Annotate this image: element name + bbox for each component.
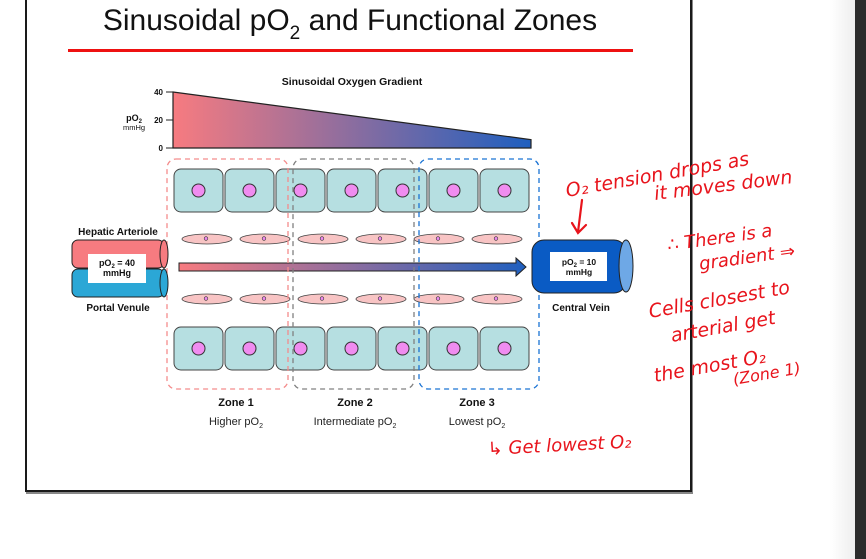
endothelial-nucleus xyxy=(377,236,383,241)
gradient-wedge xyxy=(172,91,532,149)
hepatocyte xyxy=(173,326,224,371)
endothelial-nucleus xyxy=(261,236,267,241)
hepatocyte xyxy=(377,168,428,213)
central-vein: pO2 = 10 mmHg Central Vein xyxy=(531,239,634,314)
outflow-po2-value: pO2 = 10 xyxy=(562,257,597,269)
hepatocyte xyxy=(479,168,530,213)
hepatocyte xyxy=(479,326,530,371)
hepatocyte-row-top xyxy=(173,168,530,213)
endothelial-cell xyxy=(413,293,465,305)
hepatocyte-nucleus xyxy=(446,183,461,198)
endothelial-nucleus xyxy=(435,296,441,301)
hepatocyte xyxy=(224,326,275,371)
hepatocyte-nucleus xyxy=(344,183,359,198)
gradient-panel-title: Sinusoidal Oxygen Gradient xyxy=(282,76,423,88)
hepatocyte xyxy=(428,326,479,371)
endothelial-nucleus xyxy=(203,236,209,241)
endothelial-cell xyxy=(355,233,407,245)
endothelial-nucleus xyxy=(319,296,325,301)
endothelial-nucleus xyxy=(319,236,325,241)
hepatocyte-nucleus xyxy=(191,341,206,356)
hepatocyte-nucleus xyxy=(191,183,206,198)
endothelial-nucleus xyxy=(261,296,267,301)
hepatocyte-nucleus xyxy=(242,341,257,356)
endothelial-cell xyxy=(239,293,291,305)
hepatocyte xyxy=(173,168,224,213)
zone-1-description: Higher pO2 xyxy=(209,416,263,430)
endothelial-nucleus xyxy=(493,296,499,301)
inflow-po2-value: pO2 = 40 xyxy=(99,258,135,270)
endothelial-nucleus xyxy=(203,296,209,301)
endothelial-cell xyxy=(471,233,523,245)
annotation-bottom-note: ↳ Get lowest O₂ xyxy=(487,431,632,460)
endothelial-row-top xyxy=(181,233,523,245)
portal-venule-label: Portal Venule xyxy=(86,303,150,314)
hepatocyte xyxy=(326,168,377,213)
hepatocyte xyxy=(275,168,326,213)
hepatocyte xyxy=(428,168,479,213)
endothelial-cell xyxy=(471,293,523,305)
hepatocyte-nucleus xyxy=(344,341,359,356)
endothelial-row-bottom xyxy=(181,293,523,305)
annotation-arrow-icon xyxy=(570,198,588,235)
endothelial-cell xyxy=(181,293,233,305)
y-axis-unit: mmHg xyxy=(123,123,145,132)
outflow-po2-unit: mmHg xyxy=(566,267,592,277)
tick-label-0: 0 xyxy=(159,144,164,153)
zone-2-label: Zone 2 xyxy=(337,397,372,409)
slide-frame xyxy=(25,0,692,492)
central-vein-label: Central Vein xyxy=(552,303,610,314)
hepatocyte xyxy=(377,326,428,371)
endothelial-nucleus xyxy=(435,236,441,241)
title-suffix: and Functional Zones xyxy=(300,4,598,37)
endothelial-cell xyxy=(355,293,407,305)
hepatocyte-nucleus xyxy=(293,183,308,198)
hepatocyte-nucleus xyxy=(242,183,257,198)
hepatocyte xyxy=(275,326,326,371)
oxygen-gradient-panel: Sinusoidal Oxygen Gradient 40 20 0 pO2 m… xyxy=(123,76,532,153)
endothelial-cell xyxy=(181,233,233,245)
tick-label-40: 40 xyxy=(154,88,163,97)
scrollbar-track[interactable] xyxy=(855,0,866,559)
endothelial-cell xyxy=(413,233,465,245)
central-vein-opening xyxy=(618,239,634,293)
endothelial-cell xyxy=(239,233,291,245)
endothelial-nucleus xyxy=(493,236,499,241)
blood-flow-arrow xyxy=(178,256,527,278)
hepatocyte-nucleus xyxy=(395,341,410,356)
title-subscript: 2 xyxy=(289,23,301,44)
window-edge-shadow xyxy=(830,0,855,559)
zone-3-description: Lowest pO2 xyxy=(449,416,506,430)
zone-labels: Zone 1 Higher pO2 Zone 2 Intermediate pO… xyxy=(209,397,505,430)
title-underline xyxy=(68,49,633,52)
y-axis-label: pO2 xyxy=(126,113,143,125)
hepatocyte xyxy=(224,168,275,213)
hepatocyte-nucleus xyxy=(446,341,461,356)
hepatic-arteriole-label: Hepatic Arteriole xyxy=(78,227,158,238)
hepatocyte-nucleus xyxy=(395,183,410,198)
tick-label-20: 20 xyxy=(154,116,163,125)
hepatocyte xyxy=(326,326,377,371)
hepatocyte-nucleus xyxy=(293,341,308,356)
slide-title: Sinusoidal pO2 and Functional Zones xyxy=(60,4,640,45)
hepatocyte-row-bottom xyxy=(173,326,530,371)
inflow-po2-box xyxy=(88,254,146,283)
endothelial-nucleus xyxy=(377,296,383,301)
inflow-vessels: Hepatic Arteriole pO2 = 40 mmHg Portal V… xyxy=(71,227,169,314)
zone-3-label: Zone 3 xyxy=(459,397,494,409)
title-prefix: Sinusoidal pO xyxy=(102,4,290,37)
endothelial-cell xyxy=(297,233,349,245)
outflow-po2-box xyxy=(550,252,607,281)
endothelial-cell xyxy=(297,293,349,305)
handwritten-annotations: O₂ tension drops as it moves down ∴ Ther… xyxy=(487,148,802,460)
zone-1-label: Zone 1 xyxy=(218,397,253,409)
hepatocyte-nucleus xyxy=(497,341,512,356)
hepatocyte-nucleus xyxy=(497,183,512,198)
inflow-po2-unit: mmHg xyxy=(103,268,131,278)
zone-2-description: Intermediate pO2 xyxy=(314,416,397,430)
